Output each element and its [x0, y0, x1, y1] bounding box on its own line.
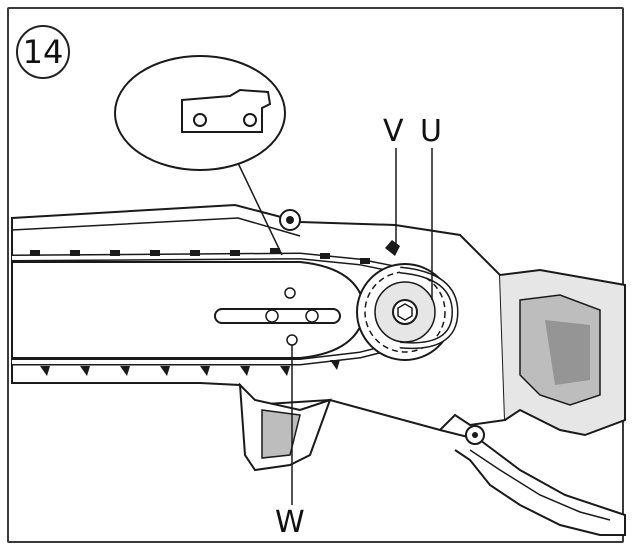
- bar-cover-ridge: [11, 217, 301, 237]
- inset-leader: [237, 162, 283, 256]
- lower-guard: [439, 429, 626, 536]
- rear-handle-inner: [519, 294, 601, 406]
- sprocket: [356, 263, 454, 361]
- chain-cutters-bottom: [40, 360, 340, 376]
- callout-label-w: W: [275, 505, 305, 540]
- callout-label-u: U: [420, 114, 442, 149]
- bottom-bracket-slot: [261, 409, 301, 459]
- bar-stud-2: [305, 309, 319, 323]
- chain-cutters-top: [30, 248, 370, 264]
- step-number-badge: 14: [16, 25, 70, 79]
- rear-handle-shade: [545, 320, 590, 385]
- bar-hole-top: [284, 287, 296, 299]
- lower-guard-inner: [469, 449, 611, 521]
- callout-label-v: V: [383, 114, 404, 149]
- chain-link-detail: [181, 88, 272, 133]
- bar-stud-1: [265, 309, 279, 323]
- bar-hole-w: [286, 334, 298, 346]
